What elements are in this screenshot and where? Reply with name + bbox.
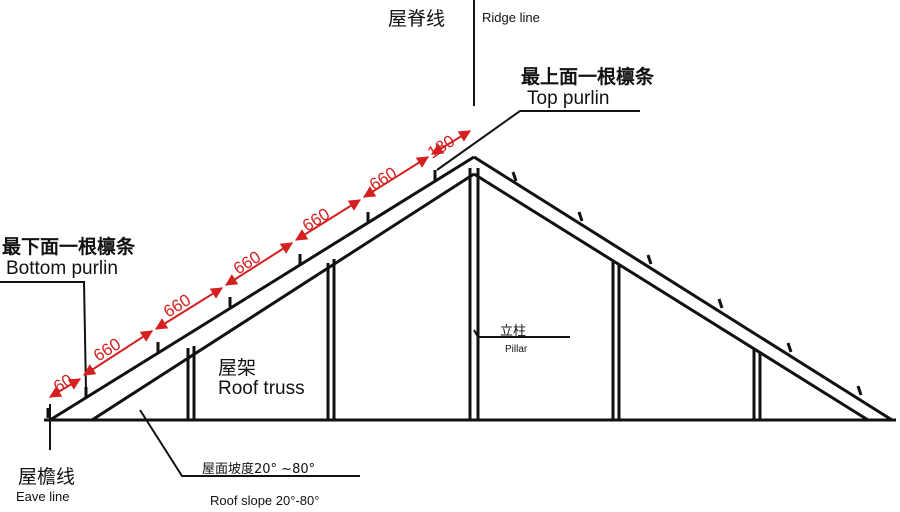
roof-slope-label-cn: 屋面坡度20° ~80° bbox=[202, 462, 316, 477]
stud-right-2 bbox=[752, 349, 762, 420]
top-purlin-label-en: Top purlin bbox=[527, 88, 610, 109]
dimension-arrows bbox=[48, 130, 472, 398]
slope-leader bbox=[139, 409, 360, 477]
roof-truss-label-en: Roof truss bbox=[218, 378, 305, 399]
bottom-purlin-leader bbox=[0, 281, 87, 391]
top-purlin-label-cn: 最上面一根檩条 bbox=[521, 66, 655, 88]
eave-line-label-en: Eave line bbox=[16, 489, 70, 504]
dim-660-5: 660 bbox=[366, 163, 400, 194]
dim-60: 60 bbox=[50, 370, 76, 396]
dim-660-2: 660 bbox=[160, 290, 194, 321]
purlins-left bbox=[46, 170, 437, 418]
ridge-line-label-en: Ridge line bbox=[482, 10, 540, 25]
stud-left-2 bbox=[326, 259, 336, 420]
stud-left-1 bbox=[186, 346, 196, 420]
bottom-purlin-label-cn: 最下面一根檩条 bbox=[2, 236, 136, 258]
left-rafter-outer bbox=[49, 155, 475, 422]
purlins-right bbox=[511, 171, 863, 396]
bottom-purlin-label-en: Bottom purlin bbox=[6, 258, 118, 279]
pillar bbox=[468, 168, 480, 420]
roof-slope-label-en: Roof slope 20°-80° bbox=[210, 493, 320, 508]
dim-660-4: 660 bbox=[299, 204, 333, 235]
left-rafter-inner bbox=[91, 172, 475, 422]
right-rafter-inner bbox=[473, 172, 869, 422]
stud-right-1 bbox=[611, 261, 621, 420]
dim-660-1: 660 bbox=[90, 334, 124, 365]
roof-truss-label-cn: 屋架 bbox=[218, 357, 257, 379]
right-rafter-outer bbox=[473, 155, 893, 422]
dim-660-3: 660 bbox=[230, 247, 264, 278]
pillar-label-cn: 立柱 bbox=[500, 324, 527, 339]
pillar-label-en: Pillar bbox=[505, 344, 528, 355]
pillar-leader bbox=[473, 329, 570, 338]
eave-line-label-cn: 屋檐线 bbox=[18, 466, 76, 488]
ridge-line-label-cn: 屋脊线 bbox=[388, 8, 446, 30]
